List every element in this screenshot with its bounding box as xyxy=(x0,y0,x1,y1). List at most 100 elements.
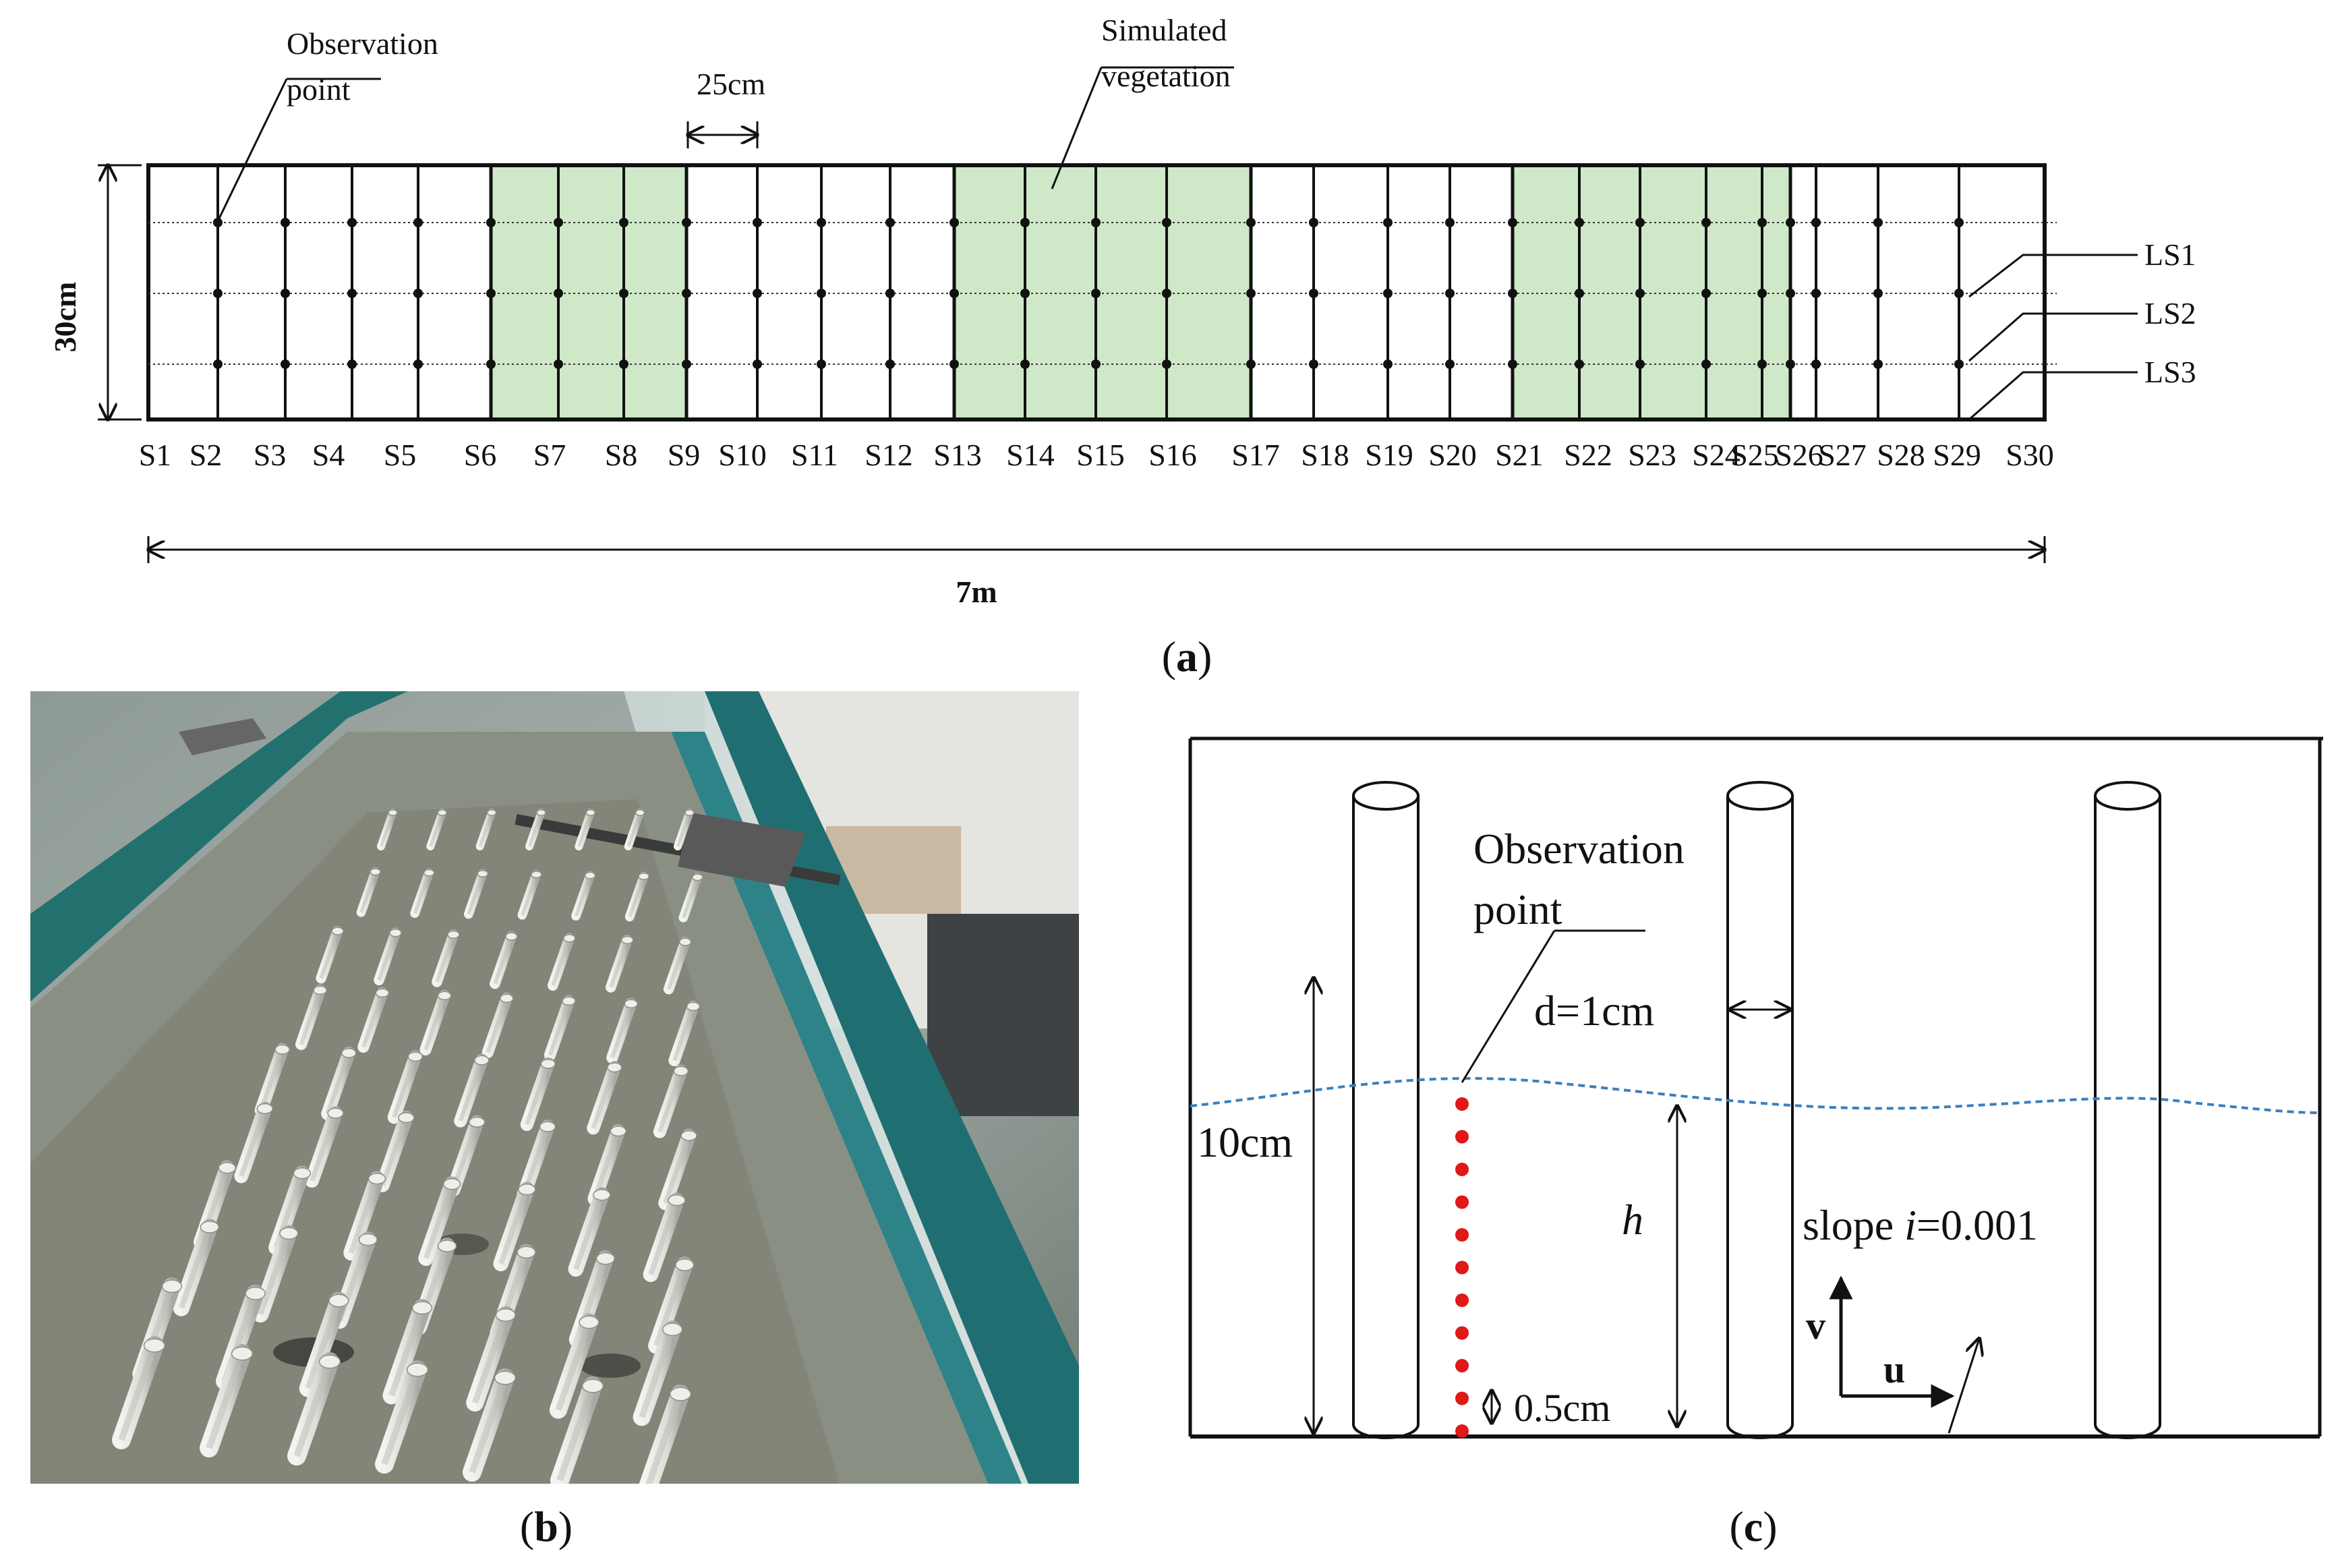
photo-tube xyxy=(490,931,518,989)
flume-photo xyxy=(30,691,1079,1484)
observation-point xyxy=(1246,218,1256,227)
v-axis-label: v xyxy=(1806,1304,1825,1347)
length-label: 7m xyxy=(956,575,997,609)
observation-point xyxy=(1162,359,1171,369)
photo-tube xyxy=(606,997,639,1064)
photo-tube xyxy=(234,1101,274,1184)
photo-tube xyxy=(375,1110,415,1192)
photo-tube xyxy=(295,984,327,1050)
observation-point xyxy=(682,218,691,227)
section-label-s9: S9 xyxy=(668,438,701,472)
photo-tube xyxy=(305,1106,344,1188)
observation-point xyxy=(753,289,762,298)
photo-tube xyxy=(410,868,435,919)
observation-point xyxy=(1162,218,1171,227)
observation-point xyxy=(1701,289,1711,298)
ls-label-3: LS3 xyxy=(2144,355,2196,389)
photo-tube xyxy=(520,1057,556,1132)
observation-label-line1: Observation xyxy=(287,26,438,61)
observation-point xyxy=(949,359,959,369)
observation-point xyxy=(281,218,290,227)
observation-point xyxy=(1383,218,1393,227)
section-label-s12: S12 xyxy=(865,438,913,472)
photo-tube xyxy=(653,1064,689,1138)
photo-tube xyxy=(356,867,381,917)
observation-point xyxy=(1309,359,1318,369)
observation-point xyxy=(1091,289,1101,298)
observation-point xyxy=(1020,289,1030,298)
section-label-s7: S7 xyxy=(533,438,566,472)
section-label-s8: S8 xyxy=(605,438,638,472)
photo-tube xyxy=(375,1360,429,1474)
red-observation-point xyxy=(1455,1195,1469,1209)
panel-b-flume-photo: (b) xyxy=(30,691,1079,1550)
observation-point xyxy=(347,289,357,298)
height-label: 10cm xyxy=(1197,1118,1293,1166)
section-label-s2: S2 xyxy=(189,438,223,472)
observation-point xyxy=(1873,359,1883,369)
observation-points-plan xyxy=(213,218,1964,369)
observation-point xyxy=(1701,359,1711,369)
section-label-s29: S29 xyxy=(1933,438,1981,472)
section-label-s13: S13 xyxy=(933,438,982,472)
photo-tube xyxy=(419,989,452,1055)
photo-tube xyxy=(252,1225,299,1323)
vegetation-zone-1 xyxy=(489,163,689,422)
observation-label-line2: point xyxy=(287,72,351,107)
diameter-label: d=1cm xyxy=(1534,987,1654,1035)
observation-point xyxy=(554,359,563,369)
observation-point xyxy=(1445,359,1455,369)
photo-tube xyxy=(463,1368,517,1482)
photo-tube xyxy=(299,1291,349,1397)
observation-point xyxy=(1954,359,1964,369)
section-label-s15: S15 xyxy=(1076,438,1125,472)
slope-label: slope i=0.001 xyxy=(1803,1201,2038,1249)
observation-point xyxy=(1575,289,1584,298)
photo-tube xyxy=(517,869,542,920)
section-label-s30: S30 xyxy=(2006,438,2054,472)
observation-point xyxy=(347,359,357,369)
section-label-s24: S24 xyxy=(1692,438,1741,472)
photo-tube xyxy=(678,872,703,923)
observation-point xyxy=(1383,289,1393,298)
photo-tube xyxy=(624,809,645,850)
cylinder-3 xyxy=(2094,781,2161,1439)
observation-point xyxy=(1445,289,1455,298)
section-label-s10: S10 xyxy=(718,438,767,472)
observation-leader xyxy=(216,78,288,222)
photo-tube xyxy=(112,1336,166,1449)
section-label-s27: S27 xyxy=(1818,438,1867,472)
observation-points-vertical xyxy=(1455,1097,1469,1438)
observation-point xyxy=(1091,218,1101,227)
section-label-s21: S21 xyxy=(1495,438,1544,472)
photo-tube xyxy=(357,987,390,1053)
observation-point xyxy=(281,289,290,298)
photo-tube xyxy=(624,871,650,922)
observation-point xyxy=(619,359,628,369)
observation-point xyxy=(1445,218,1455,227)
photo-tube xyxy=(648,1256,695,1354)
cylinder-2 xyxy=(1726,781,1794,1439)
longitudinal-lines xyxy=(148,222,2057,365)
photo-tube xyxy=(633,1320,683,1426)
observation-point xyxy=(1246,359,1256,369)
observation-point xyxy=(1873,289,1883,298)
observation-point xyxy=(885,359,895,369)
photo-tube xyxy=(568,1187,611,1277)
photo-tube xyxy=(668,1000,701,1066)
u-axis-label: u xyxy=(1883,1347,1905,1391)
observation-point xyxy=(1508,218,1517,227)
photo-tube xyxy=(432,929,460,987)
section-label-s14: S14 xyxy=(1006,438,1055,472)
observation-point xyxy=(885,289,895,298)
observation-point xyxy=(817,359,826,369)
photo-tube xyxy=(466,1306,516,1412)
vegetation-cylinders-side xyxy=(1352,781,2161,1439)
photo-tube xyxy=(200,1344,254,1457)
photo-tube xyxy=(587,1061,622,1135)
observation-point xyxy=(1383,359,1393,369)
red-observation-point xyxy=(1455,1294,1469,1307)
